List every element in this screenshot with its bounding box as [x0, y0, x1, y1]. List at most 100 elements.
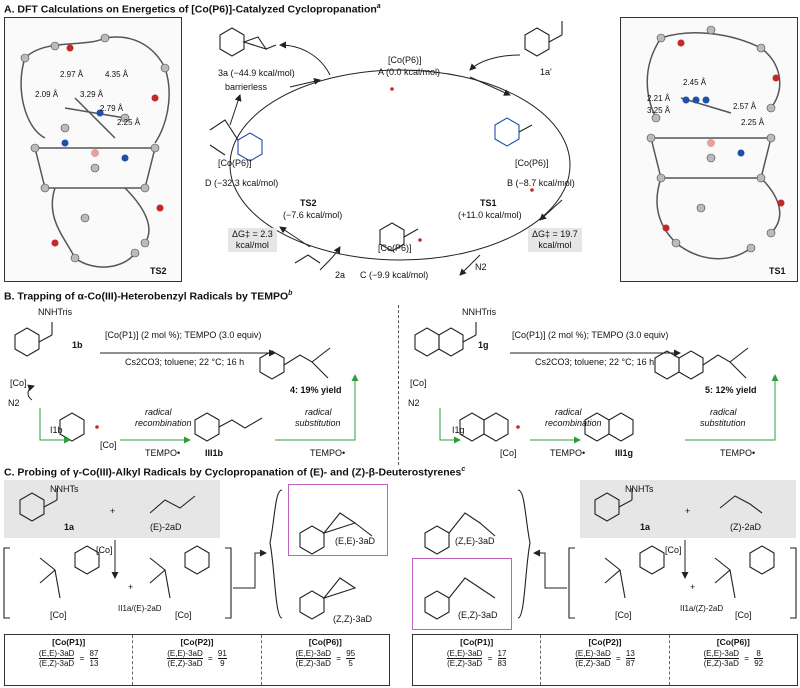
b-right-step1b: recombination: [545, 418, 602, 428]
section-a-title: A. DFT Calculations on Energetics of [Co…: [4, 3, 381, 16]
ez-product-highlight: [412, 558, 512, 630]
b-left-step1: radical: [145, 407, 172, 417]
ts2-molecule-image: [20, 33, 170, 268]
ratio-label-fraction: (E,E)-3aD(E,Z)-3aD: [703, 649, 740, 668]
c-right-plus: +: [685, 506, 691, 516]
c-right-intermediate: II1a/(Z)-2aD: [680, 604, 724, 613]
b-left-step1b: recombination: [135, 418, 192, 428]
b-right-intermediate-2: III1g: [615, 448, 634, 458]
species-c-catalyst: [Co(P6)]: [378, 243, 412, 253]
ratio-label-fraction: (E,E)-3aD(E,Z)-3aD: [167, 649, 203, 668]
b-right-tempo1: TEMPO•: [550, 448, 586, 458]
n2-release: N2: [475, 262, 487, 272]
c-left-co-2: [Co]: [50, 610, 67, 620]
c-right-co: [Co]: [665, 545, 682, 555]
ratio-catalyst: [Co(P1)]: [460, 637, 494, 647]
ts1-label: TS1: [769, 266, 786, 276]
c-left-plus: +: [110, 506, 116, 516]
b-left-intermediate-2: III1b: [205, 448, 224, 458]
ts2-distance: 2.25 Å: [117, 118, 141, 127]
ratio-catalyst: [Co(P6)]: [716, 637, 750, 647]
section-c-scheme: [3, 488, 797, 620]
section-b-title: B. Trapping of α-Co(III)-Heterobenzyl Ra…: [4, 290, 293, 303]
ts1-distance: 2.21 Å: [647, 94, 671, 103]
section-b-divider: [398, 305, 399, 465]
product-3a-energy: 3a (−44.9 kcal/mol): [218, 68, 295, 78]
species-b-catalyst: [Co(P6)]: [515, 158, 549, 168]
section-b-right-scheme: [414, 322, 779, 444]
ts1-distance: 2.25 Å: [741, 118, 765, 127]
ratio-label-fraction: (E,E)-3aD(E,Z)-3aD: [446, 649, 483, 668]
b-left-conditions-2: Cs2CO3; toluene; 22 °C; 16 h: [125, 357, 245, 367]
ts1-distance: 2.57 Å: [733, 102, 757, 111]
c-left-co: [Co]: [96, 545, 113, 555]
c-left-intermediate: II1a/(E)-2aD: [118, 604, 162, 613]
b-right-step1: radical: [555, 407, 582, 417]
c-right-co-2: [Co]: [615, 610, 632, 620]
b-left-intermediate-1: I1b: [50, 425, 63, 435]
ratio-catalyst: [Co(P2)]: [588, 637, 622, 647]
b-right-intermediate-co: [Co]: [500, 448, 517, 458]
b-right-co: [Co]: [410, 378, 427, 388]
species-d-catalyst: [Co(P6)]: [218, 158, 252, 168]
ts2-structure-panel: 2.97 Å 4.35 Å 2.09 Å 3.29 Å 2.79 Å 2.25 …: [4, 17, 182, 282]
b-right-n2: N2: [408, 398, 420, 408]
b-left-conditions: [Co(P1)] (2 mol %); TEMPO (3.0 equiv): [105, 330, 262, 340]
catalytic-cycle-diagram: [209, 21, 571, 276]
c-left-substrate: 1a: [64, 522, 75, 532]
product-ez: (E,Z)-3aD: [458, 610, 498, 620]
product-ze: (Z,E)-3aD: [455, 536, 495, 546]
species-b-energy: B (−8.7 kcal/mol): [507, 178, 575, 188]
barrierless-label: barrierless: [225, 82, 268, 92]
b-left-tempo1: TEMPO•: [145, 448, 181, 458]
ee-product-highlight: [288, 484, 388, 556]
ts2-distance: 2.97 Å: [60, 70, 84, 79]
c-right-substrate: 1a: [640, 522, 651, 532]
b-right-step2b: substitution: [700, 418, 746, 428]
species-a-catalyst: [Co(P6)]: [388, 55, 422, 65]
section-c-title: C. Probing of γ-Co(III)-Alkyl Radicals b…: [4, 466, 466, 479]
b-right-product: 5: 12% yield: [705, 385, 757, 395]
b-right-conditions-2: Cs2CO3; toluene; 22 °C; 16 h: [535, 357, 655, 367]
ts2-distance: 3.29 Å: [80, 90, 104, 99]
ratio-catalyst: [Co(P6)]: [308, 637, 342, 647]
b-left-reagent: NNHTris: [38, 307, 73, 317]
c-left-co-3: [Co]: [175, 610, 192, 620]
c-left-reagent-panel: [4, 480, 220, 538]
c-right-plus2: +: [690, 582, 696, 592]
ts1-cycle-label: TS1: [480, 198, 497, 208]
ts1-distance: 3.25 Å: [647, 106, 671, 115]
c-right-reagent: NNHTs: [625, 484, 654, 494]
ratio-label-fraction: (E,E)-3aD(E,Z)-3aD: [38, 649, 75, 668]
c-left-olefin: (E)-2aD: [150, 522, 182, 532]
species-d-energy: D (−32.3 kcal/mol): [205, 178, 279, 188]
b-left-intermediate-co: [Co]: [100, 440, 117, 450]
b-left-step2b: substitution: [295, 418, 341, 428]
b-left-step2: radical: [305, 407, 332, 417]
b-right-step2: radical: [710, 407, 737, 417]
c-right-reagent-panel: [580, 480, 796, 538]
substrate-1a-prime: 1a': [540, 67, 552, 77]
ratio-label-fraction: (E,E)-3aD(E,Z)-3aD: [295, 649, 332, 668]
ts2-distance: 2.79 Å: [100, 104, 124, 113]
ratio-catalyst: [Co(P1)]: [52, 637, 86, 647]
ts2-label: TS2: [150, 266, 167, 276]
product-zz: (Z,Z)-3aD: [333, 614, 372, 624]
substrate-2a: 2a: [335, 270, 346, 280]
ts2-cycle-label: TS2: [300, 198, 317, 208]
species-c-energy: C (−9.9 kcal/mol): [360, 270, 429, 280]
b-right-reagent: NNHTris: [462, 307, 497, 317]
